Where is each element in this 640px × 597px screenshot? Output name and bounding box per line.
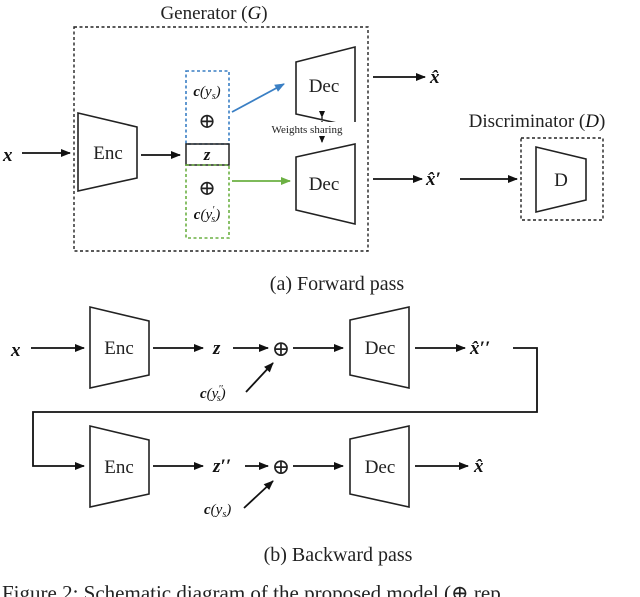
arrow-cys-to-top-decoder bbox=[231, 83, 285, 113]
backward-oplus-1: ⊕ bbox=[272, 336, 290, 361]
backward-oplus-2: ⊕ bbox=[272, 454, 290, 479]
weights-sharing-label: Weights sharing bbox=[272, 124, 343, 136]
forward-encoder-block bbox=[77, 111, 138, 192]
arrow-c-ys-to-oplus bbox=[243, 480, 274, 509]
backward-decoder-block-1 bbox=[349, 306, 410, 389]
forward-c-ys-prime-label: c(y′s) bbox=[194, 205, 220, 225]
forward-encoder-label: Enc bbox=[93, 143, 123, 164]
forward-pass-caption: (a) Forward pass bbox=[270, 273, 405, 295]
forward-top-decoder-label: Dec bbox=[309, 76, 340, 97]
loop-back-connector bbox=[32, 347, 538, 470]
generator-title: Generator (G) bbox=[160, 3, 267, 24]
backward-encoder-block-2 bbox=[89, 424, 150, 508]
backward-c-ys-dd-label: c(y′′s) bbox=[200, 384, 226, 404]
forward-oplus-bottom: ⊕ bbox=[198, 176, 216, 200]
backward-output-final: x̂ bbox=[473, 456, 484, 477]
forward-output-bottom: x̂′ bbox=[425, 169, 441, 190]
arrow-c-ys-dd-to-oplus bbox=[245, 362, 274, 393]
backward-decoder-block-2 bbox=[349, 425, 410, 508]
backward-c-ys-label: c(ys) bbox=[204, 502, 231, 520]
weights-sharing-label-bg bbox=[251, 122, 363, 136]
discriminator-title: Discriminator (D) bbox=[469, 111, 606, 132]
discriminator-block bbox=[535, 145, 587, 214]
forward-pass-section: Generator (G) x Enc c(ys) ⊕ z ⊕ c(y′s) D… bbox=[2, 3, 605, 295]
forward-c-ys-label: c(ys) bbox=[193, 84, 220, 102]
backward-decoder-label-2: Dec bbox=[365, 457, 396, 478]
backward-pass-section: x Enc z ⊕ c(y′′s) Dec x̂′′ Enc z′′ ⊕ c(y… bbox=[10, 305, 538, 566]
forward-z-box bbox=[185, 143, 230, 166]
backward-pass-caption: (b) Backward pass bbox=[264, 544, 413, 566]
cys-container bbox=[185, 70, 230, 145]
forward-z-label: z bbox=[203, 145, 211, 164]
backward-z-label: z bbox=[212, 338, 221, 359]
backward-decoder-label-1: Dec bbox=[365, 338, 396, 359]
backward-z-dd-label: z′′ bbox=[212, 456, 231, 477]
cys-prime-container bbox=[185, 164, 230, 239]
forward-bottom-decoder-label: Dec bbox=[309, 174, 340, 195]
generator-frame bbox=[73, 26, 369, 252]
figure-caption: Figure 2: Schematic diagram of the propo… bbox=[2, 581, 501, 597]
forward-output-top: x̂ bbox=[429, 67, 440, 88]
backward-encoder-label-1: Enc bbox=[104, 338, 134, 359]
forward-oplus-top: ⊕ bbox=[198, 109, 216, 133]
backward-encoder-block-1 bbox=[89, 305, 150, 389]
forward-bottom-decoder-block bbox=[295, 143, 356, 226]
backward-output-mid: x̂′′ bbox=[469, 338, 490, 359]
forward-input-x: x bbox=[2, 145, 13, 166]
discriminator-block-label: D bbox=[554, 170, 568, 191]
backward-encoder-label-2: Enc bbox=[104, 457, 134, 478]
discriminator-frame bbox=[520, 137, 604, 221]
backward-input-x: x bbox=[10, 340, 21, 361]
